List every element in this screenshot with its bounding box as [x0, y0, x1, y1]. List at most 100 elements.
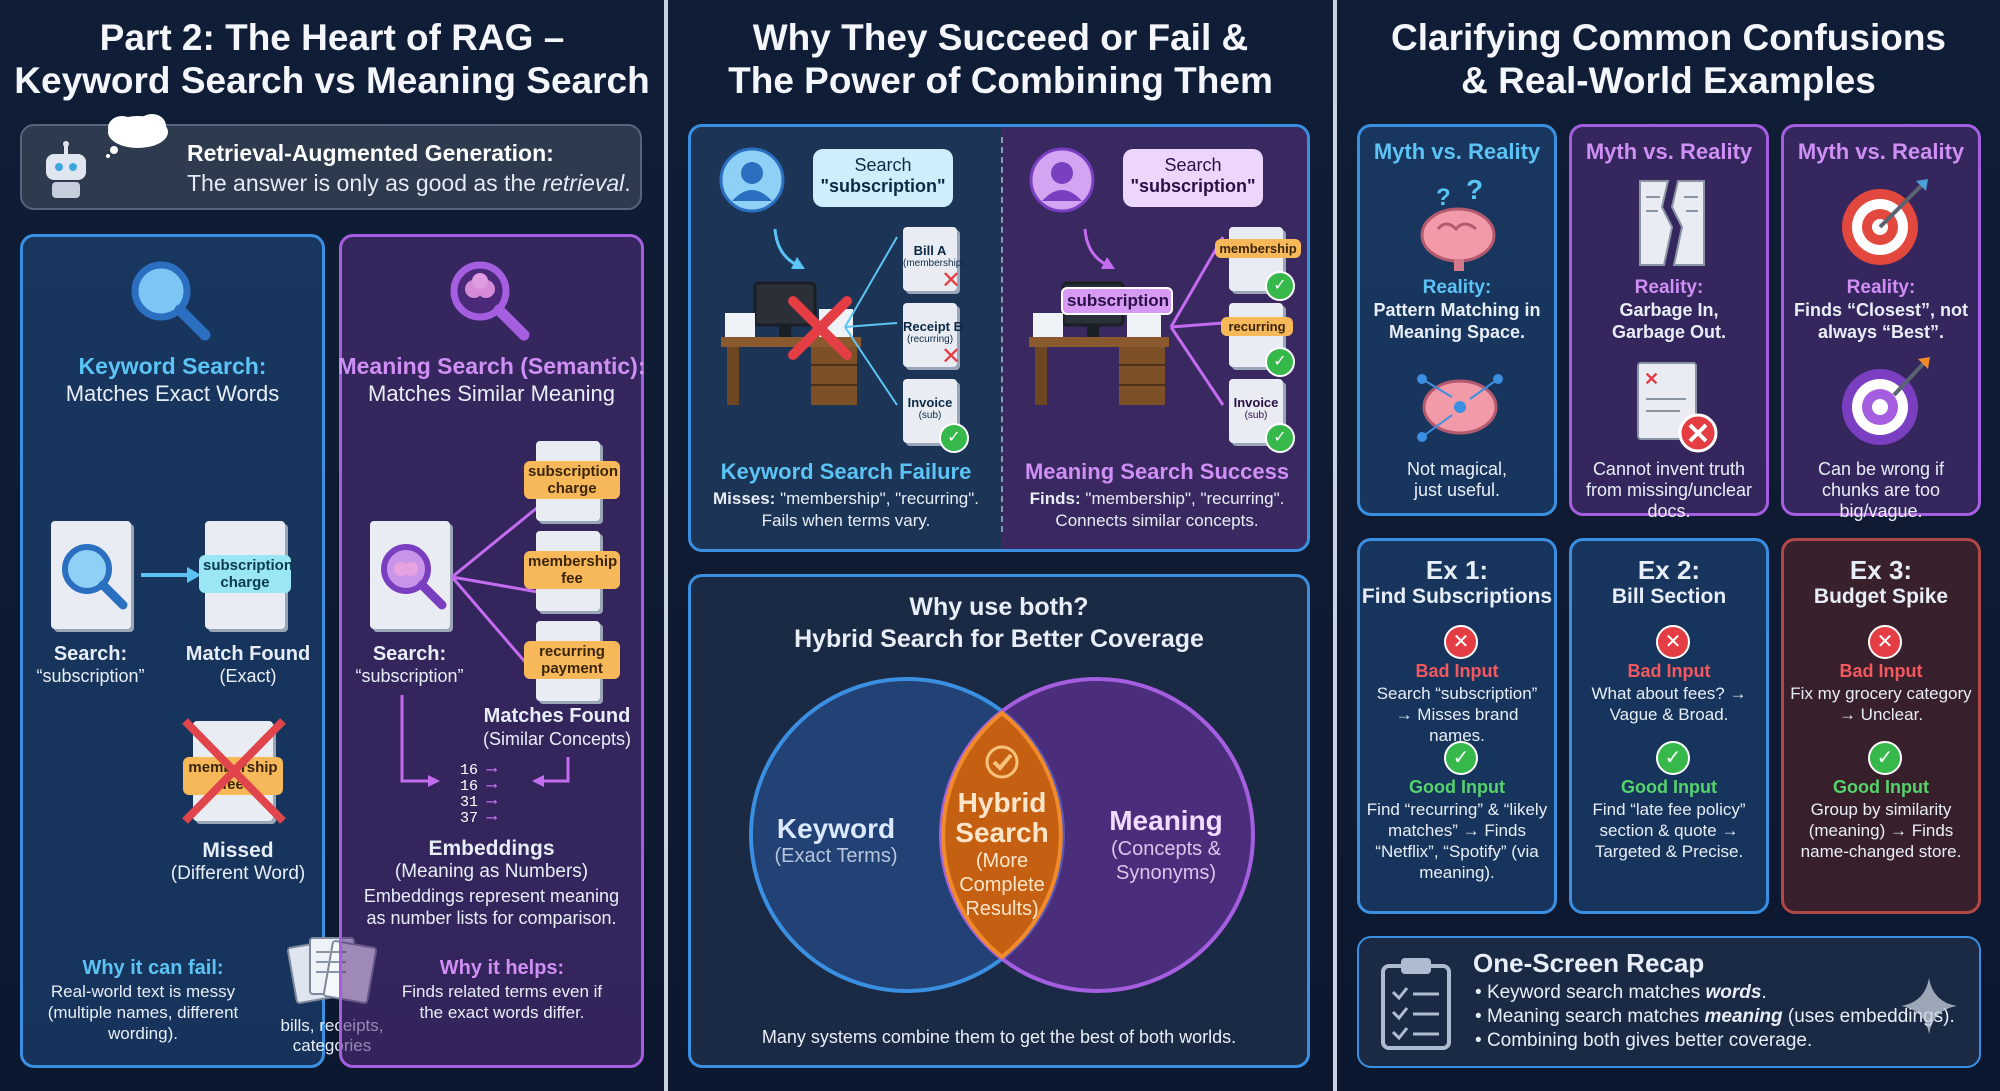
ms-connectors	[1169, 236, 1225, 406]
match-found-sub: (Exact)	[219, 666, 277, 686]
ms-doc-membership: membership ✓	[1215, 227, 1301, 301]
target-bullseye-icon	[1842, 179, 1928, 265]
right-panel: Clarifying Common Confusions & Real-Worl…	[1337, 0, 2000, 1091]
doc-sub: (sub)	[918, 410, 942, 421]
meaning-tag-3: recurring payment	[524, 641, 620, 679]
meaning-doc-3: recurring payment	[524, 621, 620, 701]
ms-success-text2: Connects similar concepts.	[1055, 511, 1259, 530]
svg-text:✕: ✕	[1644, 369, 1659, 389]
bad-input-label: Bad Input	[1839, 661, 1923, 681]
good-input-text: Group by similarity (meaning) → Finds na…	[1800, 800, 1962, 861]
venn-keyword-sub: (Exact Terms)	[774, 845, 898, 867]
curved-arrow	[1083, 228, 1115, 269]
network-brain-icon	[1417, 374, 1503, 442]
ms-success-text1-rest: "membership", "recurring".	[1085, 489, 1285, 508]
right-title-line1: Clarifying Common Confusions	[1391, 17, 1946, 58]
doc-tag: membership	[1215, 239, 1301, 258]
cross-circle-icon: ✕	[1656, 625, 1690, 659]
reality-text: Garbage In, Garbage Out.	[1611, 300, 1727, 342]
meaning-search-value: “subscription”	[355, 666, 464, 686]
arrow-right-icon	[141, 567, 201, 583]
check-badge: ✓	[939, 423, 969, 453]
venn-diagram	[749, 677, 1255, 993]
example-num: Ex 3:	[1849, 555, 1913, 585]
missed-document: membership fee	[182, 718, 286, 824]
meaning-search-document	[370, 521, 450, 629]
sparkle-icon	[1901, 978, 1957, 1034]
example-card-1: Ex 1: Find Subscriptions ✕ Bad Input Sea…	[1357, 538, 1557, 914]
left-title-line1: Part 2: The Heart of RAG –	[99, 17, 565, 58]
keyword-speech-bubble: Search "subscription"	[813, 149, 953, 207]
check-circle-icon	[985, 745, 1019, 779]
svg-text:?: ?	[1466, 179, 1483, 205]
doc-name: Bill A	[913, 243, 947, 258]
rag-banner: Retrieval-Augmented Generation: The answ…	[20, 114, 642, 210]
reality-label: Reality:	[1846, 277, 1916, 298]
big-cross-icon	[788, 296, 852, 360]
embedding-number: 16 ⟶	[460, 762, 497, 779]
venn-center-line2: Search	[955, 817, 1049, 848]
meaning-subheading: Matches Similar Meaning	[368, 381, 615, 406]
keyword-why-title: Why it can fail:	[82, 957, 224, 979]
ms-doc-recurring: recurring ✓	[1221, 303, 1295, 377]
match-doc-tag: subscription charge	[199, 555, 293, 593]
meaning-doc-1: subscription charge	[524, 441, 620, 521]
thought-cloud-icon	[106, 114, 168, 158]
ms-success-text1-b: Finds:	[1029, 489, 1081, 508]
myth-bottom: Not magical, just useful.	[1406, 459, 1508, 500]
bubble-line2: "subscription"	[1130, 176, 1256, 196]
kw-connectors	[844, 236, 898, 406]
bubble-line2: "subscription"	[820, 176, 946, 196]
kw-failure-text1: Misses: "membership", "recurring".	[691, 489, 1001, 509]
good-input-text: Find “late fee policy” section & quote →…	[1592, 800, 1746, 861]
confused-brain-icon: ??	[1420, 179, 1496, 271]
separator	[664, 0, 668, 1091]
clipboard-checklist-icon	[1381, 958, 1451, 1050]
query-tag: subscription	[1061, 287, 1173, 315]
meaning-search-label: Search:	[372, 643, 447, 665]
example-num: Ex 1:	[1425, 555, 1489, 585]
reality-text: Pattern Matching in Meaning Space.	[1373, 300, 1541, 342]
divider-dashed	[1001, 137, 1003, 532]
myth-card-1: Myth vs. Reality ?? Reality: Pattern Mat…	[1357, 124, 1557, 516]
cross-badge: ✕	[940, 343, 962, 370]
embedding-number: 37 ⟶	[460, 810, 497, 827]
good-input-text: Find “recurring” & “likely matches” → Fi…	[1366, 800, 1548, 882]
check-circle-icon: ✓	[1868, 741, 1902, 775]
missed-sub: (Different Word)	[170, 863, 306, 884]
good-input-label: Good Input	[1833, 777, 1929, 797]
user-icon	[719, 147, 785, 213]
kw-failure-title: Keyword Search Failure	[720, 459, 972, 484]
doc-sub: (recurring)	[906, 334, 954, 345]
example-title: Find Subscriptions	[1361, 585, 1553, 608]
example-title: Budget Spike	[1813, 585, 1949, 608]
bubble-line1: Search	[854, 155, 912, 175]
keyword-why-text: Real-world text is messy (multiple names…	[47, 982, 239, 1043]
recap-item-1: • Keyword search matches words.	[1475, 982, 1767, 1003]
embedding-number: 16 ⟶	[460, 778, 497, 795]
good-input-label: Good Input	[1409, 777, 1505, 797]
embeddings-title: Embeddings	[428, 837, 555, 860]
venn-center-line1: Hybrid	[957, 787, 1047, 818]
right-title-line2: & Real-World Examples	[1461, 60, 1876, 101]
check-circle-icon: ✓	[1656, 741, 1690, 775]
brain-magnifier-icon	[450, 261, 530, 341]
rag-subtitle: The answer is only as good as the retrie…	[187, 170, 631, 197]
doc-name: Receipt B	[903, 319, 963, 334]
ms-doc-invoice: Invoice (sub) ✓	[1229, 379, 1295, 453]
rag-title: Retrieval-Augmented Generation:	[187, 140, 554, 166]
venn-keyword-label: Keyword	[776, 813, 896, 844]
separator	[1333, 0, 1337, 1091]
missed-label: Missed	[202, 839, 274, 862]
user-icon	[1029, 147, 1095, 213]
bubble-line1: Search	[1164, 155, 1222, 175]
doc-tag: recurring	[1221, 317, 1293, 336]
kw-doc-invoice: Invoice (sub) ✓	[903, 379, 969, 453]
magnifier-icon	[131, 261, 211, 341]
doc-sub: (sub)	[1244, 410, 1268, 421]
hybrid-overlap	[941, 710, 1063, 960]
check-circle-icon: ✓	[1444, 741, 1478, 775]
myth-bottom: Can be wrong if chunks are too big/vague…	[1817, 459, 1945, 521]
kw-doc-bill: Bill A (membership) ✕	[903, 227, 965, 293]
example-card-2: Ex 2: Bill Section ✕ Bad Input What abou…	[1569, 538, 1769, 914]
